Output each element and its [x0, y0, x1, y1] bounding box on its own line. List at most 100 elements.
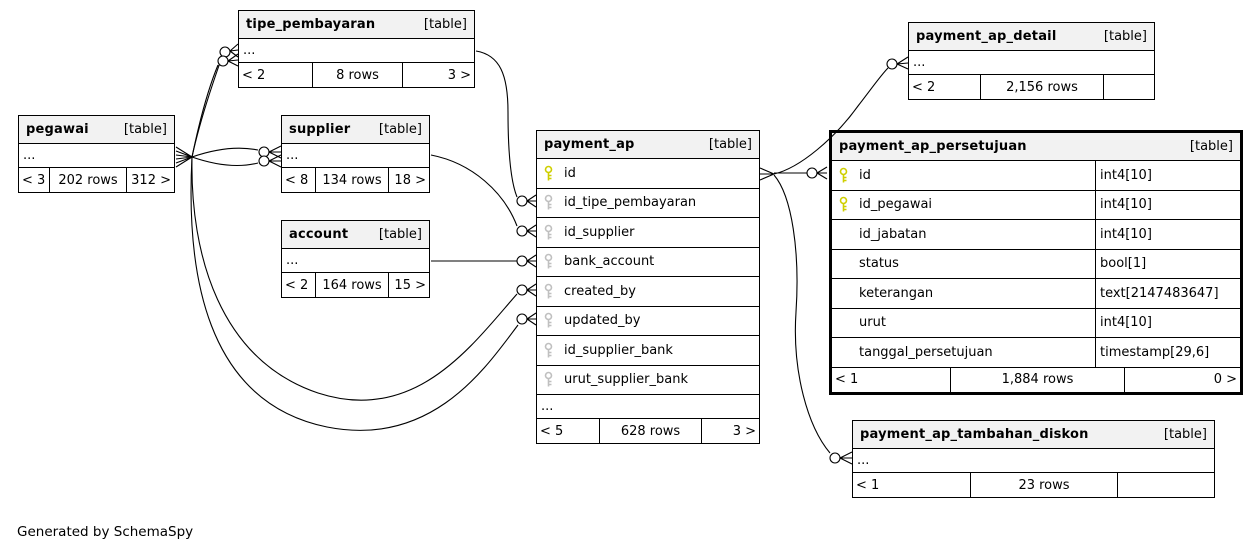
table-name: payment_ap_persetujuan [839, 139, 1027, 154]
table-tag: [table] [378, 227, 422, 242]
column-name: id_tipe_pembayaran [564, 195, 697, 211]
column-type: int4[10] [1095, 308, 1240, 337]
column-row: created_by [537, 277, 759, 307]
column-type: bool[1] [1095, 249, 1240, 278]
row-count: 23 rows [970, 473, 1117, 497]
column-name: id [859, 167, 871, 183]
primary-key-icon [838, 196, 852, 213]
column-row: updated_by [537, 307, 759, 336]
foreign-key-icon [543, 253, 557, 270]
children-count: 3 > [402, 63, 474, 87]
parents-count: < 2 [285, 277, 309, 293]
column-row: id_jabatan int4[10] [832, 220, 1240, 250]
column-row: tanggal_persetujuan timestamp[29,6] [832, 338, 1240, 368]
hidden-columns-row: ... [239, 39, 474, 63]
table-footer: < 8 134 rows 18 > [282, 168, 429, 192]
children-count: 3 > [701, 419, 759, 443]
parents-count: < 2 [242, 67, 266, 83]
table-footer: < 2 164 rows 15 > [282, 273, 429, 297]
column-name: bank_account [564, 254, 655, 270]
column-row: id [537, 159, 759, 189]
column-type: int4[10] [1095, 161, 1240, 190]
row-count: 202 rows [49, 168, 126, 192]
table-tag: [table] [708, 137, 752, 152]
table-pegawai[interactable]: pegawai [table] ... < 3 202 rows 312 > [18, 115, 175, 193]
primary-key-icon [543, 165, 557, 182]
table-footer: < 1 23 rows [853, 473, 1214, 497]
table-footer: < 1 1,884 rows 0 > [832, 367, 1240, 392]
table-header: payment_ap_persetujuan [table] [832, 133, 1240, 161]
column-row: status bool[1] [832, 249, 1240, 279]
table-payment_ap[interactable]: payment_ap [table] id id_tipe_pembayaran… [536, 130, 760, 444]
column-name: id_jabatan [859, 226, 927, 242]
table-footer: < 3 202 rows 312 > [19, 168, 174, 192]
row-count: 134 rows [315, 168, 388, 192]
table-name: payment_ap_tambahan_diskon [860, 427, 1089, 442]
children-count: 15 > [388, 273, 429, 297]
column-type: int4[10] [1095, 220, 1240, 249]
table-payment_ap_tambahan_diskon[interactable]: payment_ap_tambahan_diskon [table] ... <… [852, 420, 1215, 498]
table-name: supplier [289, 122, 351, 137]
row-count: 1,884 rows [950, 367, 1124, 392]
column-name: updated_by [564, 313, 641, 329]
column-name: created_by [564, 283, 636, 299]
column-name: id_supplier_bank [564, 342, 673, 358]
column-type: timestamp[29,6] [1095, 338, 1240, 367]
table-footer: < 2 2,156 rows [909, 75, 1154, 99]
foreign-key-icon [543, 283, 557, 300]
edge-fan-pegawai [175, 146, 193, 168]
row-count: 8 rows [312, 63, 402, 87]
column-name: id_pegawai [859, 197, 933, 213]
row-count: 164 rows [315, 273, 388, 297]
column-row: urut int4[10] [832, 308, 1240, 338]
hidden-columns-row: ... [853, 449, 1214, 473]
table-tag: [table] [378, 122, 422, 137]
column-name: keterangan [859, 285, 934, 301]
table-footer: < 2 8 rows 3 > [239, 63, 474, 87]
foreign-key-icon [543, 371, 557, 388]
table-header: payment_ap_tambahan_diskon [table] [853, 421, 1214, 449]
row-count: 628 rows [599, 419, 701, 443]
table-account[interactable]: account [table] ... < 2 164 rows 15 > [281, 220, 430, 298]
table-name: payment_ap [544, 137, 635, 152]
table-supplier[interactable]: supplier [table] ... < 8 134 rows 18 > [281, 115, 430, 193]
edge-pegawai-tipe1 [191, 56, 223, 158]
foreign-key-icon [543, 224, 557, 241]
parents-count: < 8 [285, 172, 309, 188]
children-count: 0 > [1124, 367, 1240, 392]
column-row: urut_supplier_bank [537, 366, 759, 395]
primary-key-icon [838, 167, 852, 184]
edge-pegawai-supplier1 [191, 147, 259, 158]
table-tag: [table] [123, 122, 167, 137]
parents-count: < 1 [835, 372, 859, 387]
parents-count: < 3 [22, 172, 46, 188]
table-header: tipe_pembayaran [table] [239, 11, 474, 39]
column-name: urut_supplier_bank [564, 372, 688, 388]
table-footer: < 5 628 rows 3 > [537, 419, 759, 443]
table-name: account [289, 227, 349, 242]
table-tag: [table] [423, 17, 467, 32]
parents-count: < 1 [856, 477, 880, 493]
table-payment_ap_detail[interactable]: payment_ap_detail [table] ... < 2 2,156 … [908, 22, 1155, 100]
column-row: id_tipe_pembayaran [537, 189, 759, 218]
column-row: keterangan text[2147483647] [832, 279, 1240, 309]
column-name: id_supplier [564, 224, 635, 240]
table-header: account [table] [282, 221, 429, 249]
table-payment_ap_persetujuan[interactable]: payment_ap_persetujuan [table] id int4[1… [829, 130, 1243, 395]
table-name: pegawai [26, 122, 89, 137]
foreign-key-icon [543, 342, 557, 359]
children-count [1103, 75, 1154, 99]
column-name: id [564, 165, 576, 181]
column-row: bank_account [537, 248, 759, 277]
table-header: payment_ap [table] [537, 131, 759, 159]
column-name: status [859, 256, 899, 272]
edge-supplier-paymentap [430, 154, 518, 227]
generated-by-label: Generated by SchemaSpy [17, 524, 194, 540]
edge-pegawai-supplier2 [191, 156, 259, 166]
column-row: id_pegawai int4[10] [832, 190, 1240, 220]
row-count: 2,156 rows [980, 75, 1103, 99]
hidden-columns-row: ... [282, 144, 429, 168]
table-tipe_pembayaran[interactable]: tipe_pembayaran [table] ... < 2 8 rows 3… [238, 10, 475, 88]
foreign-key-icon [543, 312, 557, 329]
table-tag: [table] [1103, 29, 1147, 44]
